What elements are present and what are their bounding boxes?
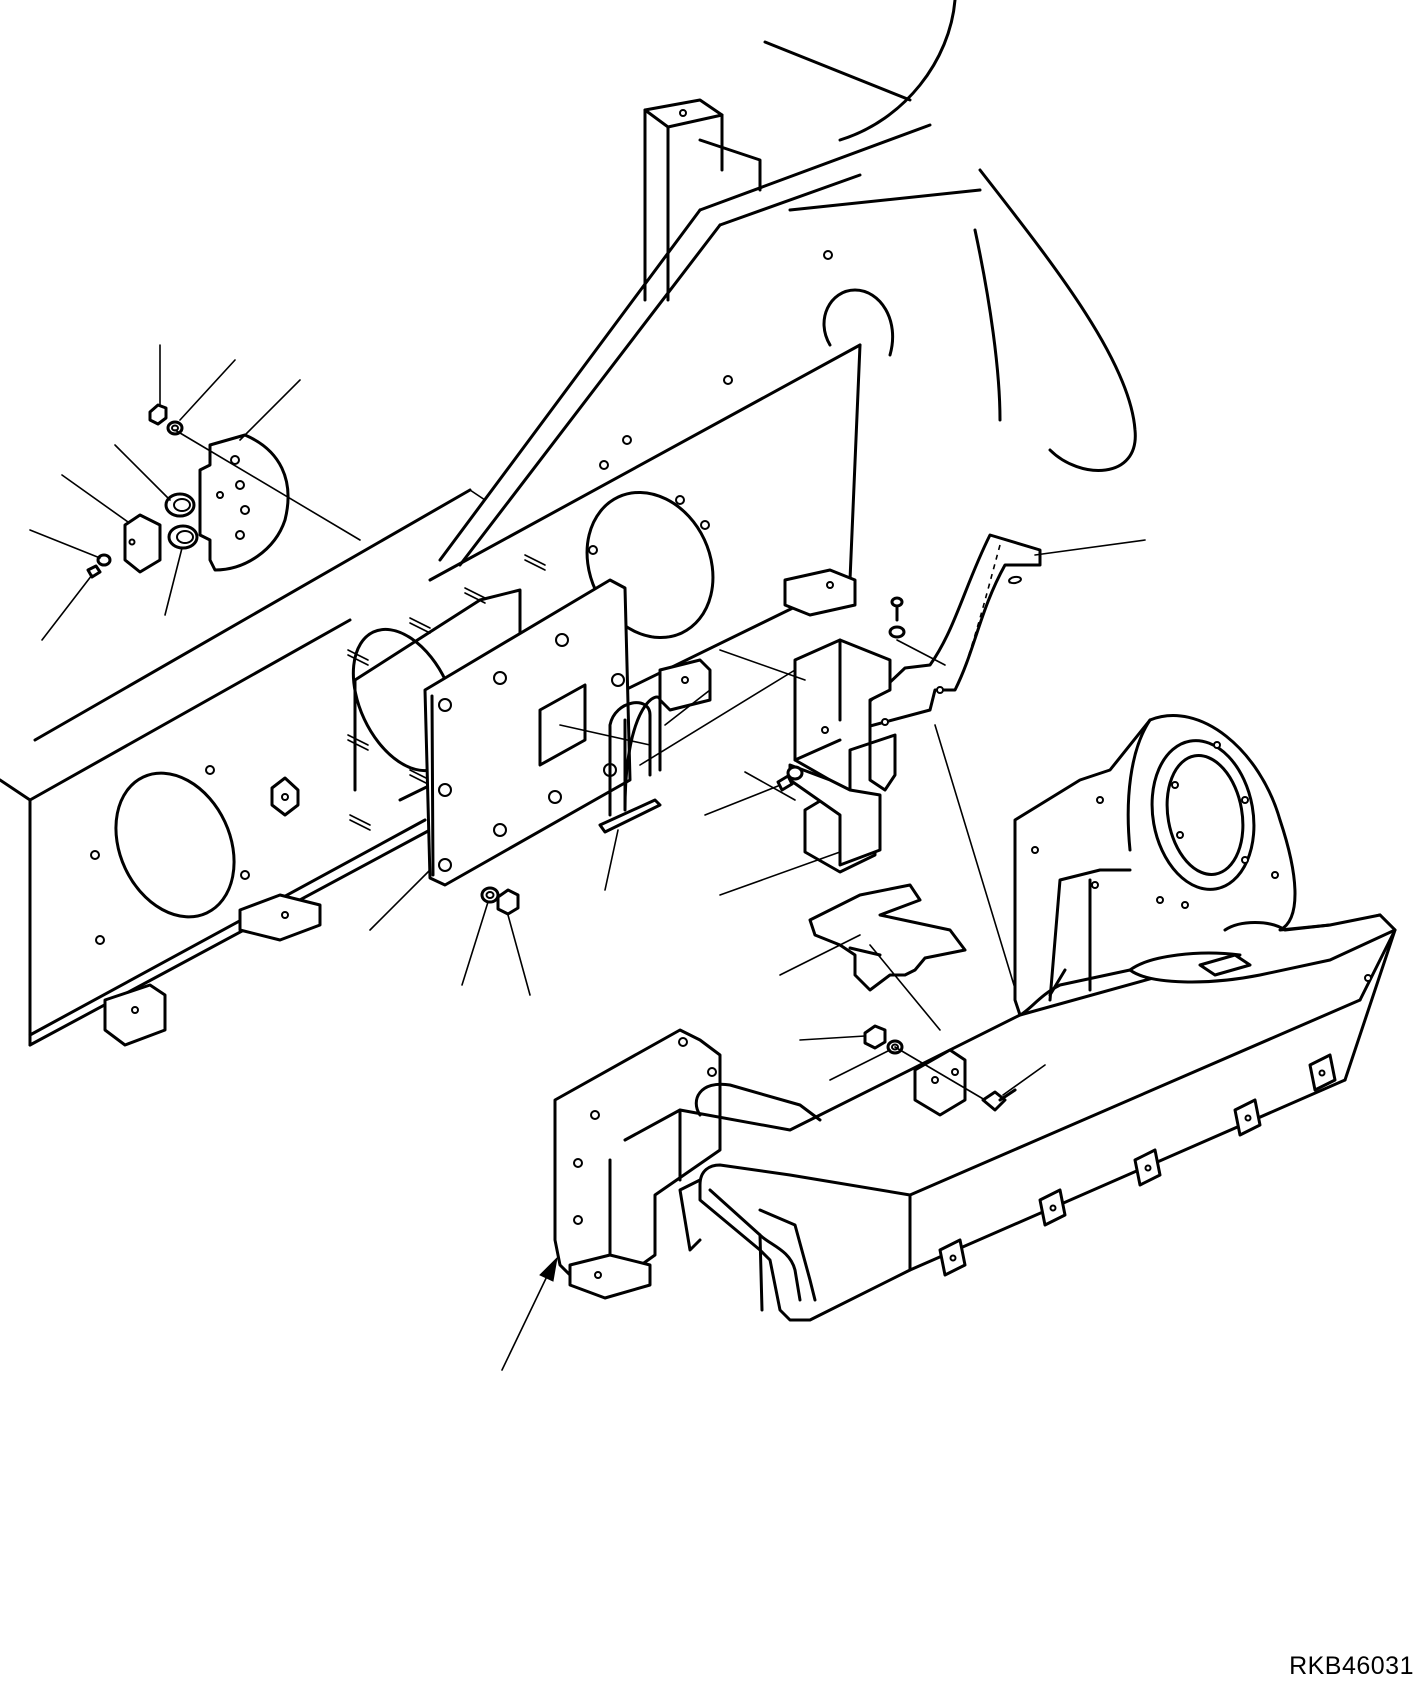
track-frame	[553, 714, 1397, 1322]
drawing-code: RKB46031	[1289, 1652, 1414, 1680]
guard-brackets	[639, 533, 1146, 1031]
frame-reference-arrow	[501, 1256, 558, 1371]
bushing-upper	[164, 492, 196, 518]
bushing-lower	[167, 524, 199, 550]
upper-frame	[0, 0, 1137, 1047]
cover-plate-assembly	[369, 578, 711, 996]
guard-bracket-assembly	[29, 344, 361, 641]
